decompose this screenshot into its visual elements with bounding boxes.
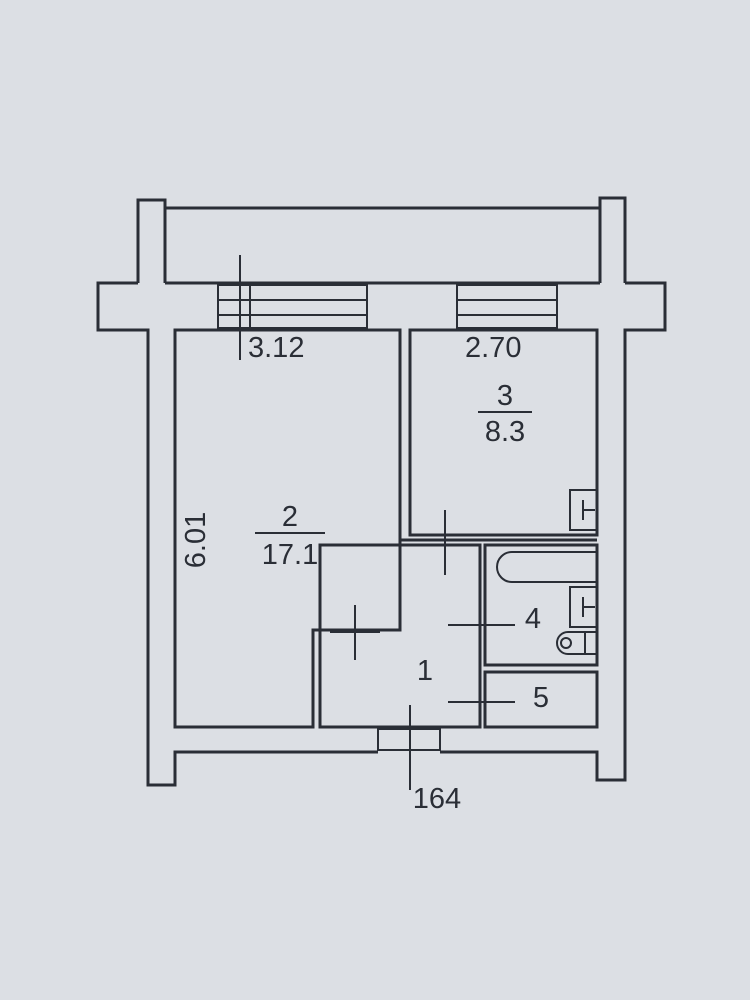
window-room-3 (456, 284, 558, 329)
room-5-number: 5 (533, 682, 549, 714)
room-2-number: 2 (282, 501, 298, 533)
dimension-ticks (239, 255, 515, 790)
window-room-2 (217, 284, 368, 329)
dimension-room3-width: 2.70 (465, 332, 521, 364)
room-3-area: 8.3 (485, 416, 525, 448)
room-3-number: 3 (497, 380, 513, 412)
bath-sink (569, 586, 598, 628)
dimension-room2-length: 6.01 (180, 512, 212, 568)
kitchen-sink (569, 489, 598, 531)
room-2-area: 17.1 (262, 539, 318, 571)
bathtub (496, 551, 597, 583)
room-4-number: 4 (525, 603, 541, 635)
room-1-number: 1 (417, 655, 433, 687)
outer-walls (96, 281, 667, 787)
balcony (136, 196, 627, 283)
dimension-entrance: 164 (413, 783, 461, 815)
dimension-room2-width: 3.12 (248, 332, 304, 364)
toilet (556, 631, 597, 655)
